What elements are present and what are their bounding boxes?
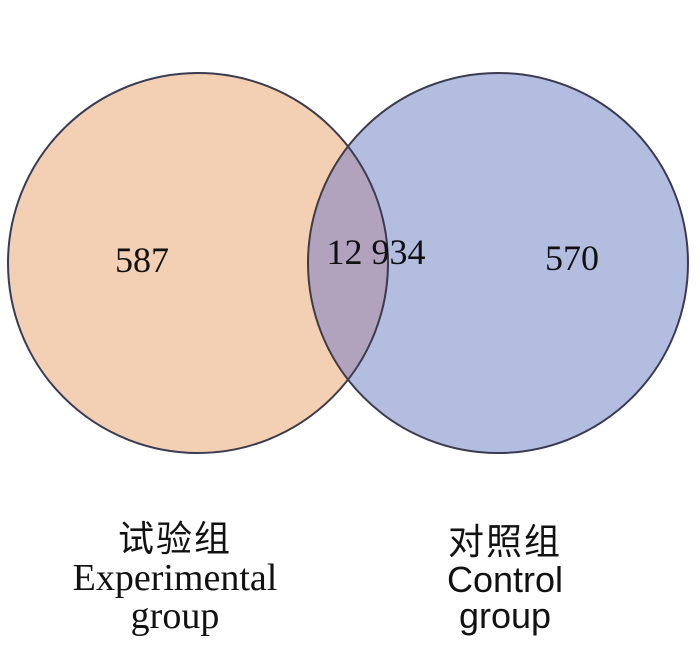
experimental-group-outline xyxy=(7,72,389,454)
control-group-name-en-line2: group xyxy=(458,595,552,637)
control-group-name-cn: 对照组 xyxy=(447,522,562,563)
control-group-outline xyxy=(307,72,689,454)
control-group-circle xyxy=(308,73,688,453)
experimental-group-circle xyxy=(8,73,388,453)
experimental-group-label: 试验组 Experimental group xyxy=(40,519,310,638)
control-group-label: 对照组 Control group xyxy=(370,522,640,637)
experimental-only-count: 587 xyxy=(115,240,169,280)
control-only-count: 570 xyxy=(545,238,599,278)
intersection-count: 12 934 xyxy=(327,232,426,272)
experimental-group-name-en-line2: group xyxy=(130,595,220,638)
experimental-group-name-cn: 试验组 xyxy=(117,519,232,560)
control-group-name-en: Control xyxy=(446,558,564,600)
experimental-group-name-en: Experimental xyxy=(72,556,278,599)
